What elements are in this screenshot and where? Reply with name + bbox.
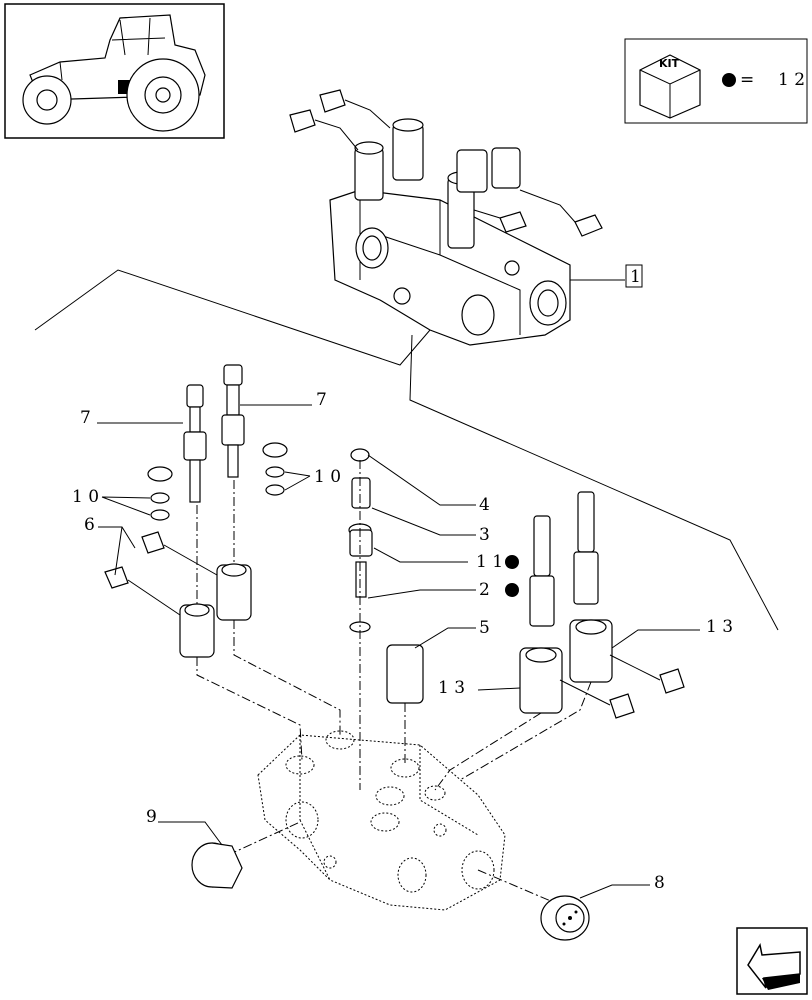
kit-legend: KIT = 1 2 <box>624 38 808 124</box>
kit-badge-text: KIT <box>659 57 680 70</box>
back-arrow-icon[interactable] <box>736 927 808 995</box>
callout-8: 8 <box>654 873 665 893</box>
seal-rings <box>147 442 288 521</box>
valve-center-stack <box>348 448 424 704</box>
callout-5: 5 <box>479 618 490 638</box>
callout-13-right: 1 3 <box>706 617 733 637</box>
callout-10-left: 1 0 <box>72 487 99 507</box>
solenoid-cartridges-right <box>519 491 685 719</box>
callout-11: 1 1 <box>476 552 503 572</box>
callout-6: 6 <box>84 515 95 535</box>
kit-bullet-icon <box>722 73 736 87</box>
callout-10-right: 1 0 <box>314 467 341 487</box>
callout-7-left: 7 <box>80 408 91 428</box>
valve-body-exploded <box>257 730 506 911</box>
callout-2: 2 <box>479 580 490 600</box>
callout-3: 3 <box>479 525 490 545</box>
plug-9 <box>191 842 243 889</box>
tractor-thumbnail-icon <box>4 3 225 139</box>
solenoid-cartridge-left <box>183 364 245 503</box>
kit-number: 1 2 <box>778 70 805 90</box>
kit-bullet-2 <box>505 583 519 597</box>
callout-1: 1 <box>630 267 641 287</box>
callout-4: 4 <box>479 495 490 515</box>
valve-assembly <box>289 89 603 346</box>
plug-8 <box>540 895 590 941</box>
assembly-guide-lines <box>196 460 592 906</box>
kit-box-icon <box>639 54 701 119</box>
coils-left <box>104 531 252 658</box>
explosion-boundary <box>34 269 779 631</box>
kit-equals: = <box>740 70 754 90</box>
kit-bullet-11 <box>505 555 519 569</box>
callout-13-left: 1 3 <box>438 678 465 698</box>
callout-7-right: 7 <box>316 390 327 410</box>
callout-9: 9 <box>146 807 157 827</box>
